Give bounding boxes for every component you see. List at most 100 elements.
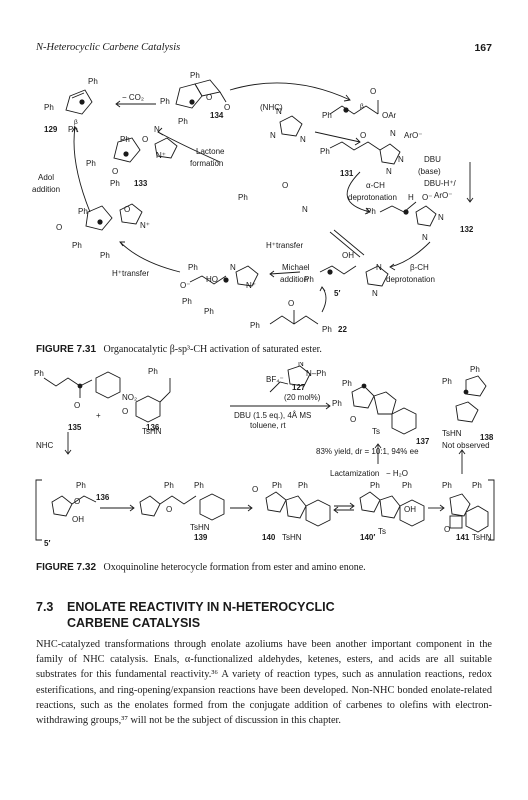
tshn-136: TsHN [142,427,162,436]
compound-140prime: 140′ [360,533,375,542]
beta-deprotonation-label: deprotonation [386,275,435,284]
dbuh-label: DBU-H⁺/ [424,179,457,188]
conditions-line2: toluene, rt [250,421,286,430]
svg-text:O: O [288,299,294,308]
catalyst-loading: (20 mol%) [284,393,321,402]
svg-text:N: N [386,167,392,176]
svg-text:Ph: Ph [250,321,260,330]
svg-text:Ph: Ph [188,263,198,272]
figure-7-32-label: FIGURE 7.32 [36,562,97,573]
svg-text:Ph: Ph [86,159,96,168]
figure-7-31-caption: FIGURE 7.31 Organocatalytic β-sp³-CH act… [36,344,322,355]
svg-text:Ph: Ph [320,147,330,156]
svg-text:Ph: Ph [34,369,44,378]
svg-text:N: N [390,129,396,138]
svg-text:N: N [154,125,160,134]
svg-text:Ph: Ph [342,379,352,388]
svg-text:Ph: Ph [164,481,174,490]
compound-136-arrow: 136 [96,493,110,502]
h-transfer-mid-label: H⁺transfer [266,241,303,250]
conditions-line1: DBU (1.5 eq.), 4Å MS [234,411,311,420]
section-title-line1: ENOLATE REACTIVITY IN N-HETEROCYCLIC [67,600,335,614]
svg-text:Ph: Ph [204,307,214,316]
svg-text:Ph: Ph [194,481,204,490]
svg-text:O: O [56,223,62,232]
svg-text:Ph: Ph [148,367,158,376]
svg-text:O: O [74,497,80,506]
svg-text:Ph: Ph [366,207,376,216]
svg-text:β: β [74,119,78,126]
svg-text:H: H [408,193,414,202]
tshn-138: TsHN [442,429,462,438]
compound-5prime-32: 5′ [44,539,50,548]
compound-135: 135 [68,423,82,432]
svg-text:Ph: Ph [238,193,248,202]
svg-text:O: O [206,93,212,102]
svg-text:N: N [376,263,382,272]
svg-text:Ph: Ph [110,179,120,188]
tshn-139: TsHN [190,523,210,532]
no2-label: NO₂ [122,393,137,402]
svg-text:OH: OH [72,515,84,524]
nhc-label: (NHC) [260,103,283,112]
svg-text:Ph: Ph [472,481,482,490]
svg-text:Ph: Ph [178,117,188,126]
svg-text:Ph: Ph [68,125,78,134]
svg-text:O⁻: O⁻ [180,281,190,290]
section-title-line2: CARBENE CATALYSIS [67,616,201,630]
aro-minus-label: ArO⁻ [434,191,452,200]
svg-text:Ph: Ph [370,481,380,490]
svg-text:N: N [438,213,444,222]
addition-label: addition [32,185,60,194]
adol-label: Adol [38,173,54,182]
svg-text:O: O [124,205,130,214]
svg-text:Ph: Ph [304,275,314,284]
svg-text:Ph: Ph [76,481,86,490]
svg-text:N⁺: N⁺ [156,151,166,160]
svg-text:Ph: Ph [298,481,308,490]
compound-137: 137 [416,437,430,446]
compound-140: 140 [262,533,276,542]
svg-text:Ph: Ph [442,481,452,490]
svg-text:N: N [276,107,282,116]
yield-label: 83% yield, dr = 10:1, 94% ee [316,447,419,456]
compound-134: 134 [210,111,224,120]
svg-text:O: O [142,135,148,144]
not-observed-label: Not observed [442,441,490,450]
compound-133: 133 [134,179,148,188]
svg-text:N: N [422,233,428,242]
figure-7-31-text: Organocatalytic β-sp³-CH activation of s… [103,344,322,355]
svg-text:N: N [300,135,306,144]
formation-label: formation [190,159,223,168]
page-number: 167 [474,42,492,54]
svg-text:O: O [252,485,258,494]
tshn-141: TsHN [472,533,492,542]
svg-text:Ph: Ph [78,207,88,216]
body-paragraph: NHC-catalyzed transformations through en… [36,639,492,727]
svg-text:N: N [372,289,378,298]
svg-text:O⁻: O⁻ [422,193,432,202]
dbu-label: DBU [424,155,441,164]
ts-140prime: Ts [378,527,386,536]
svg-text:OH: OH [342,251,354,260]
svg-text:N: N [302,205,308,214]
svg-text:N: N [270,131,276,140]
alpha-ch-label: α-CH [366,181,385,190]
svg-text:Ph: Ph [322,325,332,334]
svg-text:O: O [350,415,356,424]
svg-text:N: N [298,362,304,368]
svg-text:N⁺: N⁺ [140,221,150,230]
minus-co2-label: − CO₂ [122,93,144,102]
oar-label: OAr [382,111,397,120]
compound-139: 139 [194,533,208,542]
svg-text:β: β [360,103,364,110]
svg-text:Ph: Ph [272,481,282,490]
running-header: N-Heterocyclic Carbene Catalysis 167 [36,42,492,56]
svg-text:Ph: Ph [160,97,170,106]
svg-text:Ph: Ph [442,377,452,386]
svg-text:O: O [370,87,376,96]
compound-127: 127 [292,383,306,392]
